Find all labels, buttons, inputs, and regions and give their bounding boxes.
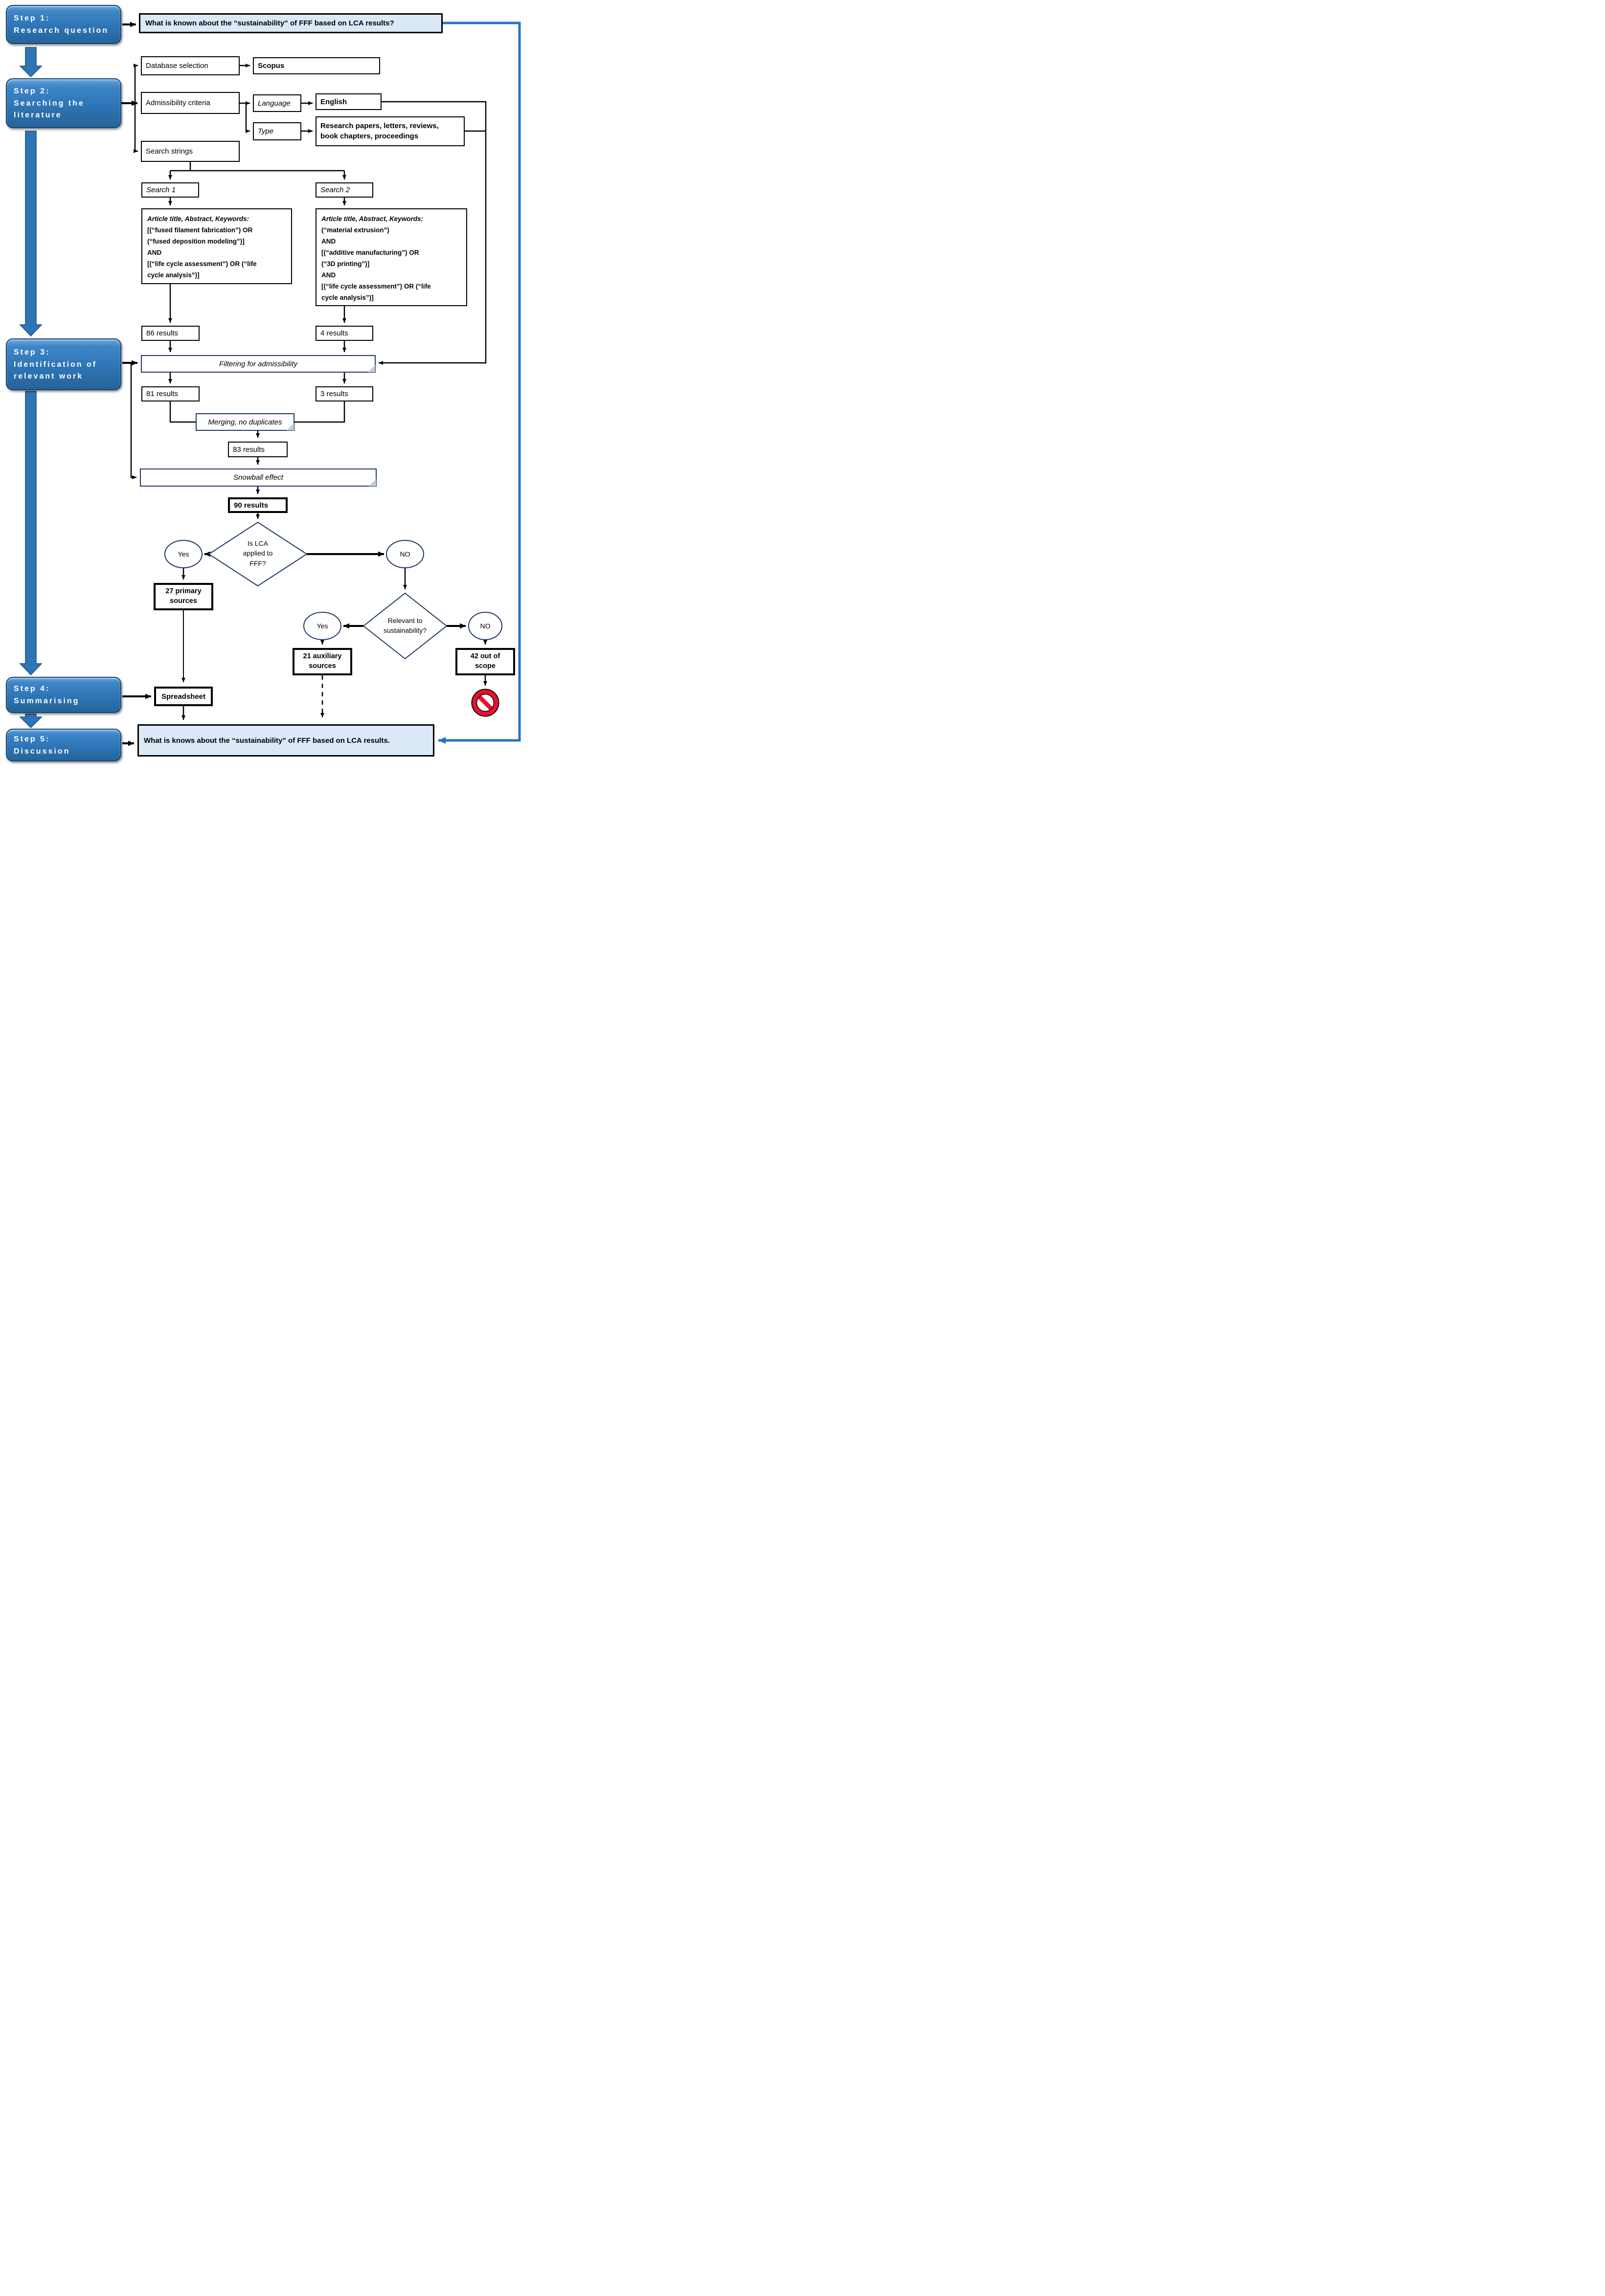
81-to-merging-line [169,401,196,423]
banner-fold-icon [368,365,375,372]
results-83-box: 83 results [228,442,288,457]
no-entry-icon [471,689,499,717]
snowball-banner: Snowball effect [140,468,377,487]
out-of-scope-box: 42 out of scope [455,648,515,675]
flowchart-canvas: Step 1: Research question Step 2: Search… [0,0,535,765]
results-3-label: 3 results [320,390,348,398]
scopus-box: Scopus [253,57,380,74]
discussion-text: What is knows about the “sustainability”… [144,736,390,745]
searchstrings-split [170,162,344,172]
results-86-label: 86 results [146,329,179,337]
diamond2-question: Relevant to sustainability? [384,617,427,635]
language-label: Language [258,99,291,108]
search2-query-heading: Article title, Abstract, Keywords: [321,215,424,223]
database-selection-box: Database selection [141,56,240,75]
results-3-box: 3 results [316,386,373,401]
step4-box: Step 4: Summarising [6,677,121,713]
search1-label: Search 1 [146,186,176,194]
decision-diamond-sustainability [362,592,448,660]
step3-box: Step 3: Identification of relevant work [6,338,121,390]
step1-to-step2-arrow [19,47,43,78]
merging-banner: Merging, no duplicates [196,413,294,431]
results-4-box: 4 results [316,326,373,341]
step2-box: Step 2: Searching the literature [6,78,121,128]
step4-to-step5-arrow [19,713,43,729]
step3-subtitle: Identification of relevant work [14,360,97,381]
filtering-label: Filtering for admissibility [219,359,298,368]
step3-to-step4-arrow [19,391,43,676]
results-90-box: 90 results [228,497,288,513]
discussion-box: What is knows about the “sustainability”… [137,724,434,757]
step1-subtitle: Research question [14,26,109,35]
research-question-box: What is known about the “sustainability”… [139,13,443,33]
decision-diamond-lca [208,521,308,587]
type-box: Type [253,122,301,140]
feedback-line-blue [438,22,521,744]
no-oval-2 [468,612,502,640]
step2-subtitle: Searching the literature [14,99,85,120]
filtering-banner: Filtering for admissibility [141,355,376,373]
no-oval-1 [386,540,424,568]
admissibility-criteria-label: Admissibility criteria [146,99,210,107]
results-86-box: 86 results [141,326,200,341]
yes-oval-2 [303,612,341,640]
step1-box: Step 1: Research question [6,5,121,44]
snowball-label: Snowball effect [233,473,283,482]
merging-label: Merging, no duplicates [208,418,282,426]
admissibility-criteria-box: Admissibility criteria [141,92,240,114]
language-box: Language [253,94,301,112]
search1-query-box: Article title, Abstract, Keywords: [(“fu… [141,208,292,284]
search-strings-box: Search strings [141,141,240,162]
connector-layer [19,22,521,746]
spreadsheet-label: Spreadsheet [161,692,206,701]
search-strings-label: Search strings [146,147,193,156]
search1-query-heading: Article title, Abstract, Keywords: [147,215,249,223]
results-90-label: 90 results [234,501,269,510]
diamond1-question: Is LCA applied to FFF? [243,539,273,567]
results-4-label: 4 results [320,329,348,337]
paper-types-box: Research papers, letters, reviews, book … [316,116,465,146]
search2-query-body: (“material extrusion”) AND [(“additive m… [321,226,431,301]
search2-query-box: Article title, Abstract, Keywords: (“mat… [316,208,467,306]
scopus-label: Scopus [258,62,285,70]
step2-title: Step 2: [14,87,50,95]
banner-fold-icon [287,423,294,430]
results-81-label: 81 results [146,390,179,398]
search1-query-body: [(“fused filament fabrication”) OR (“fus… [147,226,257,279]
step-flow-arrows [19,47,43,729]
english-box: English [316,93,382,110]
search2-label-box: Search 2 [316,182,373,198]
3-to-merging-line [294,401,345,423]
banner-fold-icon [369,479,376,486]
no2-label: NO [480,622,491,630]
type-label: Type [258,127,274,135]
paper-types-text: Research papers, letters, reviews, book … [320,122,439,140]
step3-title: Step 3: [14,348,50,357]
step2-to-step3-arrow [19,131,43,337]
step5-box: Step 5: Discussion [6,729,121,761]
yes2-label: Yes [316,622,328,630]
english-label: English [320,97,347,106]
step5-subtitle: Discussion [14,747,70,756]
results-81-box: 81 results [141,386,200,401]
search2-label: Search 2 [320,186,350,194]
criteria-to-type-arrow [245,103,250,133]
primary-sources-box: 27 primary sources [154,583,213,610]
database-selection-label: Database selection [146,62,208,70]
step4-title: Step 4: [14,685,50,693]
step3-branch-to-snowball [130,363,136,479]
research-question-text: What is known about the “sustainability”… [145,19,394,27]
step4-subtitle: Summarising [14,697,80,705]
auxiliary-sources-box: 21 auxiliary sources [293,648,352,675]
english-join-line [379,101,487,365]
spreadsheet-box: Spreadsheet [154,687,213,706]
step1-title: Step 1: [14,14,50,23]
step5-title: Step 5: [14,735,50,743]
results-83-label: 83 results [233,445,265,454]
search1-label-box: Search 1 [141,182,199,198]
yes-oval-1 [164,540,203,568]
no1-label: NO [400,550,410,558]
yes1-label: Yes [178,550,189,558]
